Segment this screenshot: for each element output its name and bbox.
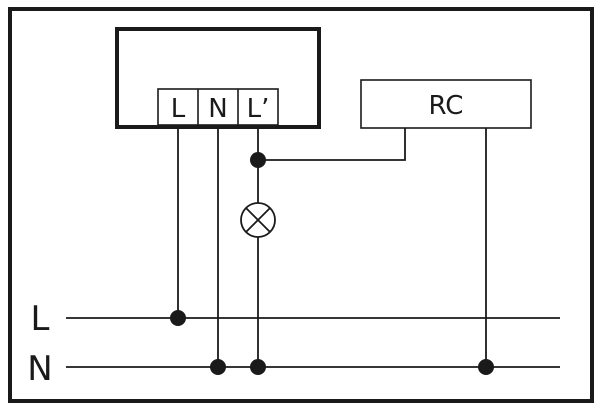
junction-dot-neutral-lamp [250, 359, 266, 375]
terminal-label-l: L [171, 94, 186, 124]
junction-dot-neutral-rc [478, 359, 494, 375]
rc-module: RC [360, 79, 532, 129]
rc-label: RC [429, 91, 464, 121]
junction-dot-line-rail [170, 310, 186, 326]
outer-frame [8, 7, 594, 403]
lamp-icon [240, 202, 276, 238]
rail-label-l: L [31, 299, 50, 339]
rc-box [360, 79, 532, 129]
junction-dot-neutral-terminal [210, 359, 226, 375]
wire-junction-to-rc [258, 128, 406, 161]
junction-dot-l-prime [250, 152, 266, 168]
rail-label-n: N [27, 349, 52, 389]
terminal-label-l-prime: L’ [247, 94, 270, 124]
device-box: L N L’ [115, 27, 321, 129]
terminal-label-n: N [208, 94, 227, 124]
